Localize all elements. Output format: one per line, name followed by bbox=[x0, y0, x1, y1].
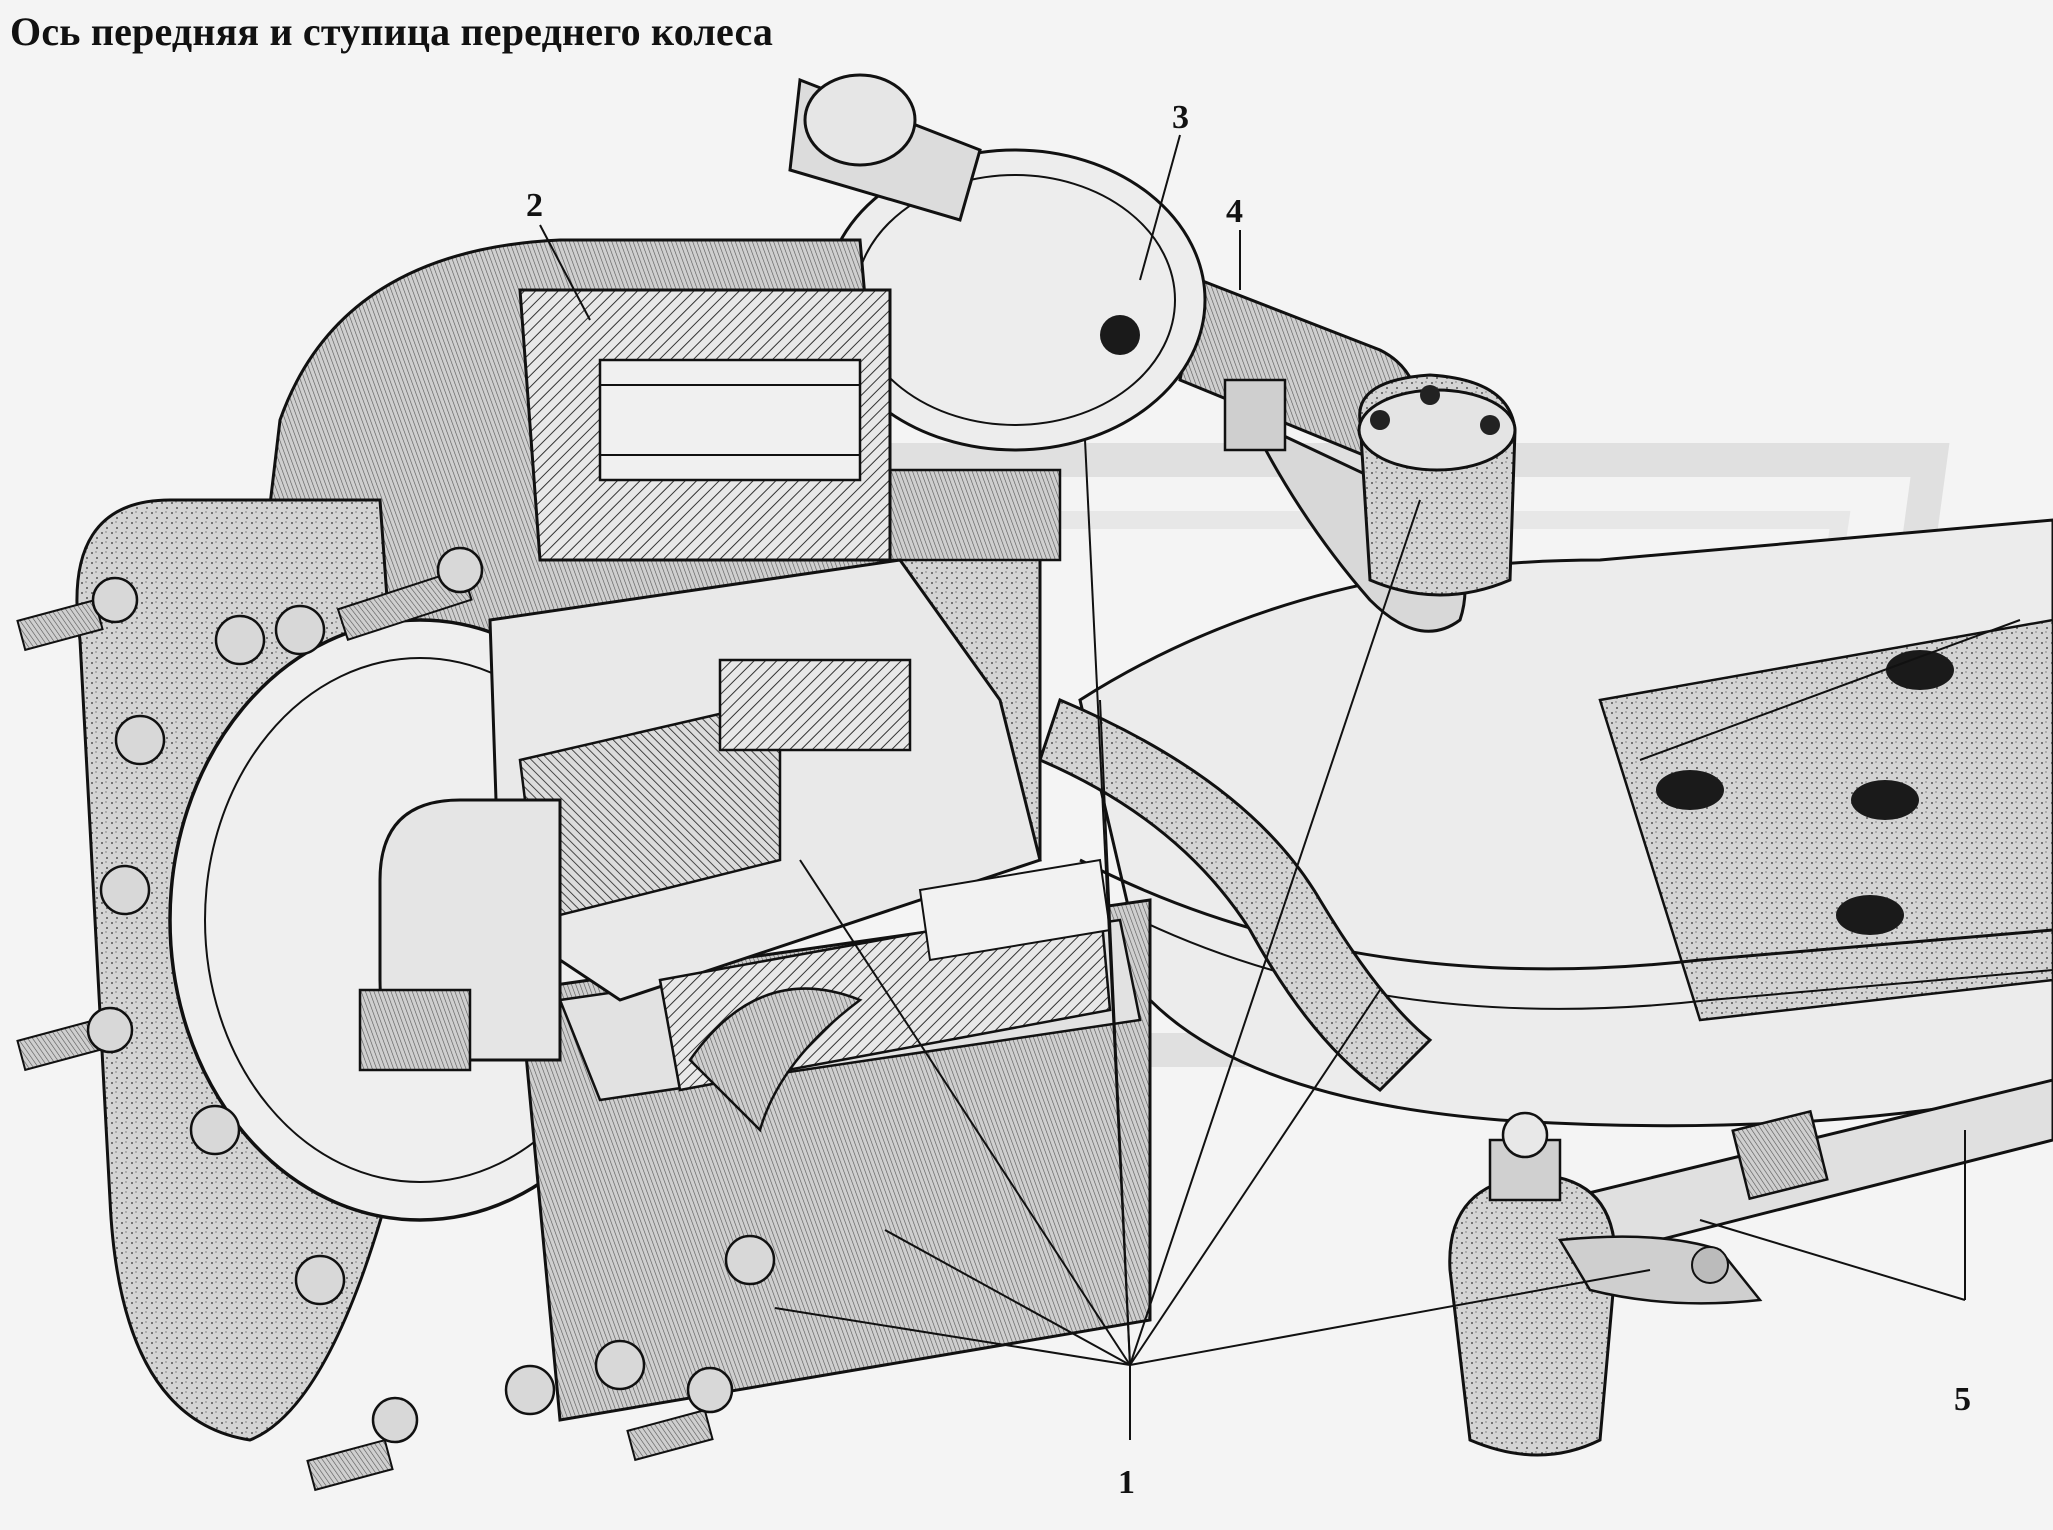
knuckle-arm bbox=[1038, 697, 1433, 1092]
stud-nut bbox=[626, 1366, 734, 1462]
page-title: Ось передняя и ступица переднего колеса bbox=[10, 9, 774, 54]
stud-nut bbox=[306, 1396, 419, 1492]
bolt-nut bbox=[594, 1339, 646, 1391]
stud-nut bbox=[16, 1006, 134, 1072]
bolt-nut bbox=[189, 1104, 241, 1156]
callout-2: 2 bbox=[526, 187, 543, 224]
upper-steering-arm bbox=[1178, 277, 1517, 633]
leader-5 bbox=[1699, 1219, 1966, 1301]
wheel-studs bbox=[16, 546, 776, 1492]
leader-1 bbox=[1129, 989, 1381, 1366]
bolt-nut bbox=[114, 714, 166, 766]
bolt-nut bbox=[274, 604, 326, 656]
bolt-nut bbox=[214, 614, 266, 666]
bolt-nut bbox=[294, 1254, 346, 1306]
beam-hole bbox=[1836, 895, 1904, 935]
bolt-nut bbox=[99, 864, 151, 916]
lower-ball-joint bbox=[1448, 1111, 1763, 1457]
leader-1 bbox=[1129, 499, 1421, 1366]
leader-1 bbox=[799, 859, 1131, 1366]
callout-5: 5 bbox=[1954, 1381, 1971, 1418]
leader-2 bbox=[539, 224, 591, 321]
callout-3: 3 bbox=[1172, 99, 1189, 136]
kingpin-housing bbox=[788, 73, 1207, 862]
beam-hole bbox=[1656, 770, 1724, 810]
leader-lines bbox=[539, 134, 1966, 1440]
beam-hole bbox=[1851, 780, 1919, 820]
stud-nut bbox=[336, 546, 484, 642]
leader-1 bbox=[1099, 699, 1131, 1366]
beam-hole bbox=[1886, 650, 1954, 690]
bolt-nut bbox=[724, 1234, 776, 1286]
leader-1 bbox=[1129, 1269, 1651, 1366]
stud-nut bbox=[16, 576, 139, 652]
callout-1: 1 bbox=[1118, 1464, 1135, 1501]
leader-3 bbox=[1139, 134, 1181, 281]
leader-1 bbox=[884, 1229, 1131, 1366]
bolt-nut bbox=[504, 1364, 556, 1416]
callout-4: 4 bbox=[1226, 193, 1243, 230]
leader-1 bbox=[774, 1307, 1131, 1366]
spindle-cutaway bbox=[358, 558, 1112, 1133]
